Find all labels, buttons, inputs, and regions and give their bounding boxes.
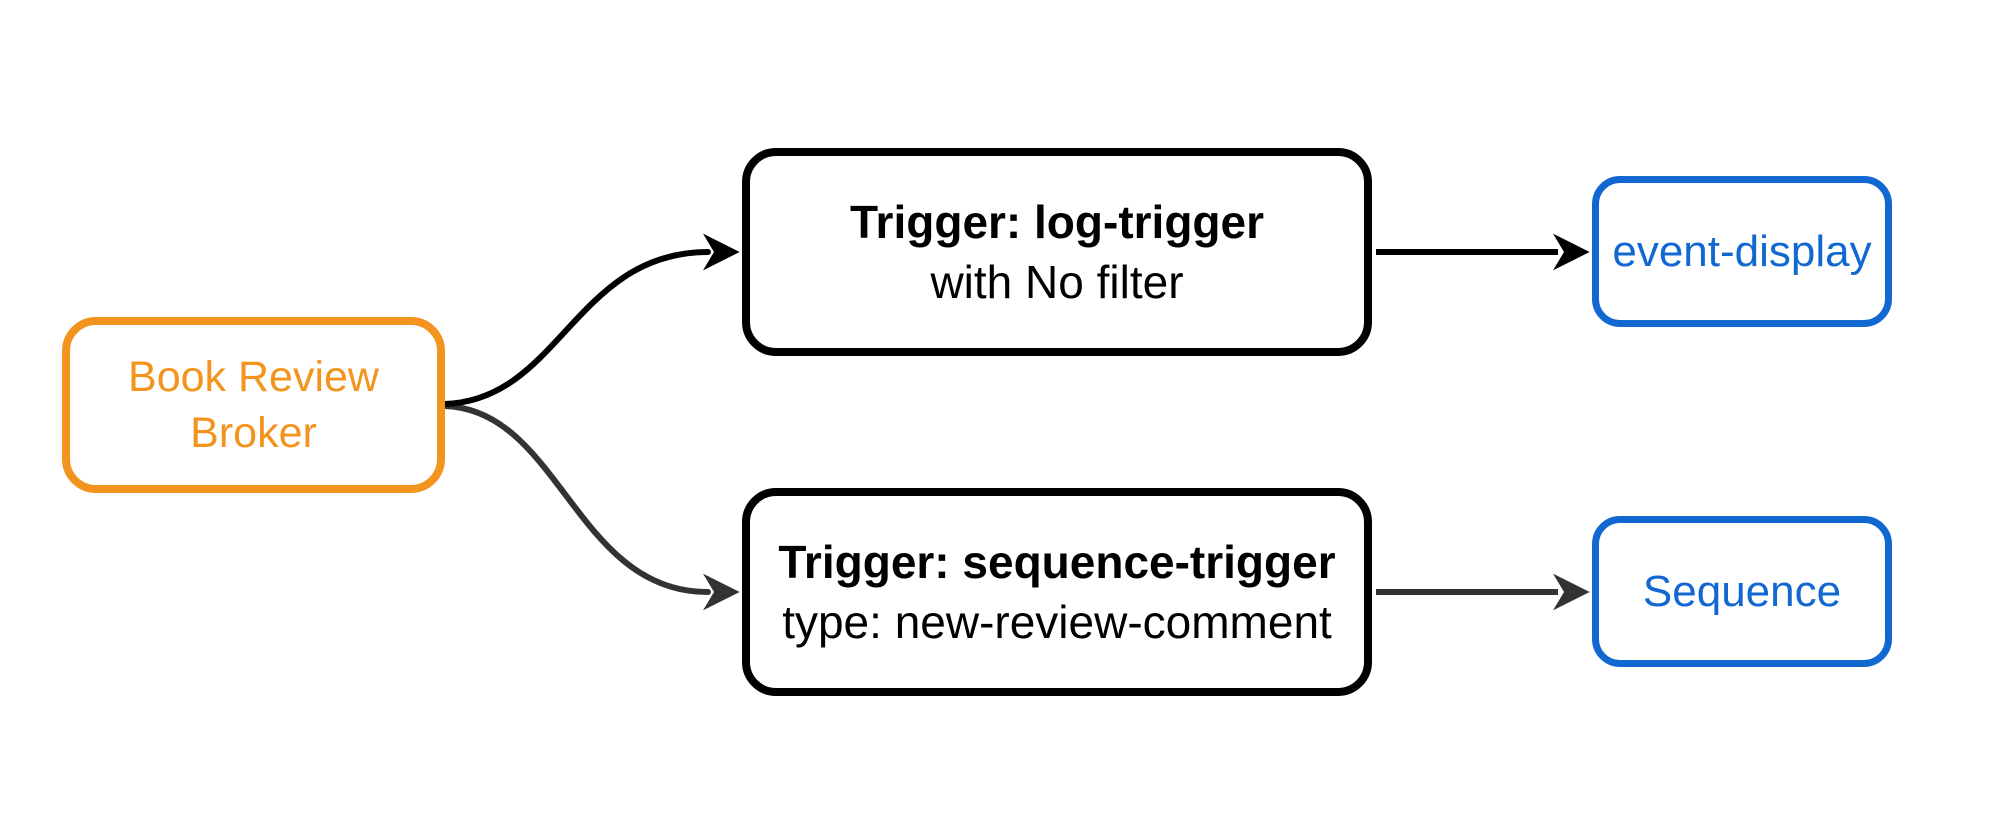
sequence-label: Sequence	[1642, 566, 1842, 616]
node-sequence-trigger: Trigger: sequence-trigger type: new-revi…	[742, 488, 1372, 696]
node-event-display: event-display	[1592, 176, 1892, 327]
node-sequence: Sequence	[1592, 516, 1892, 667]
edge-broker-to-sequence-trigger	[442, 403, 740, 611]
node-log-trigger: Trigger: log-trigger with No filter	[742, 148, 1372, 356]
log-trigger-title: Trigger: log-trigger	[850, 196, 1264, 248]
sequence-trigger-title: Trigger: sequence-trigger	[778, 536, 1336, 588]
sequence-trigger-subtitle: type: new-review-comment	[782, 596, 1332, 648]
edge-broker-to-log-trigger	[442, 233, 740, 407]
node-book-review-broker: Book Review Broker	[62, 317, 445, 493]
log-trigger-subtitle: with No filter	[930, 256, 1184, 308]
event-display-label: event-display	[1612, 226, 1872, 276]
broker-label-line-1: Book Review	[128, 353, 379, 401]
broker-label-line-2: Broker	[190, 409, 317, 457]
